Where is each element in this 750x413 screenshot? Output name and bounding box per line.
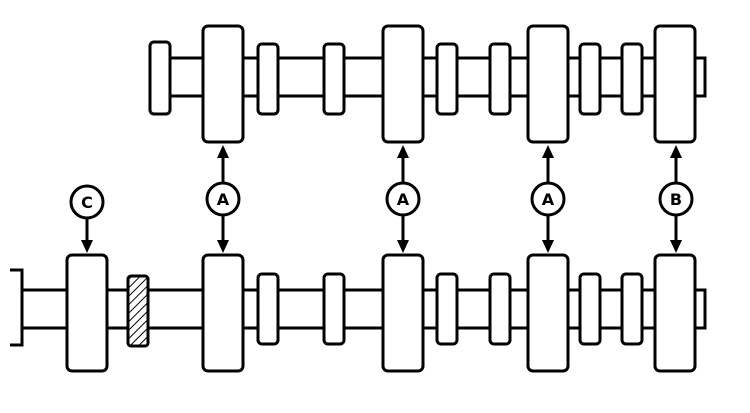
upper-bearing-journal-4 [653,24,697,144]
arrow-down-head [217,240,229,253]
callout-circle [205,181,241,217]
callout-b: B [658,145,694,253]
lower-bearing-journal-1 [201,253,245,373]
lower-cam-lobe [578,272,602,346]
upper-bearing-journal-2 [381,24,425,144]
lower-bearing-journal-c [65,253,109,373]
upper-bearing-journal-1 [201,24,245,144]
upper-camshaft [148,24,707,144]
callout-label-a: A [217,190,230,209]
callout-a-1: A [205,145,241,253]
lower-bearing-journal-4 [653,253,697,373]
upper-cam-lobe [256,42,280,116]
upper-cam-lobe [578,42,602,116]
callout-circle [530,181,566,217]
callout-c: C [69,184,105,253]
callout-a-2: A [385,145,421,253]
arrow-down-head [542,240,554,253]
callout-a-3: A [530,145,566,253]
lower-shaft [20,288,707,330]
callout-label-a: A [397,190,410,209]
lower-cam-lobe [256,272,280,346]
callout-circle [658,181,694,217]
upper-bearing-journal-3 [526,24,570,144]
lower-camshaft [10,253,707,373]
callout-circle [385,181,421,217]
upper-cam-lobe [488,42,512,116]
callout-circle [69,184,105,220]
arrow-down-head [81,240,93,253]
lower-cam-lobe [620,272,644,346]
arrow-down-head [670,240,682,253]
lower-bearing-journal-2 [381,253,425,373]
arrow-up-head [397,145,409,158]
lower-bearing-journal-3 [526,253,570,373]
arrow-up-head [542,145,554,158]
callout-label-b: B [670,190,682,209]
upper-end-journal [148,40,172,116]
lower-shaft-left-end [10,268,24,347]
upper-cam-lobe [322,42,346,116]
arrow-up-head [670,145,682,158]
callout-label-c: C [81,193,93,212]
upper-cam-lobe [435,42,459,116]
lower-cam-lobe [488,272,512,346]
arrow-up-head [217,145,229,158]
callout-label-a: A [542,190,555,209]
arrow-down-head [397,240,409,253]
lower-cam-lobe [322,272,346,346]
distributor-drive-gear [126,274,150,348]
lower-cam-lobe [435,272,459,346]
upper-cam-lobe [620,42,644,116]
